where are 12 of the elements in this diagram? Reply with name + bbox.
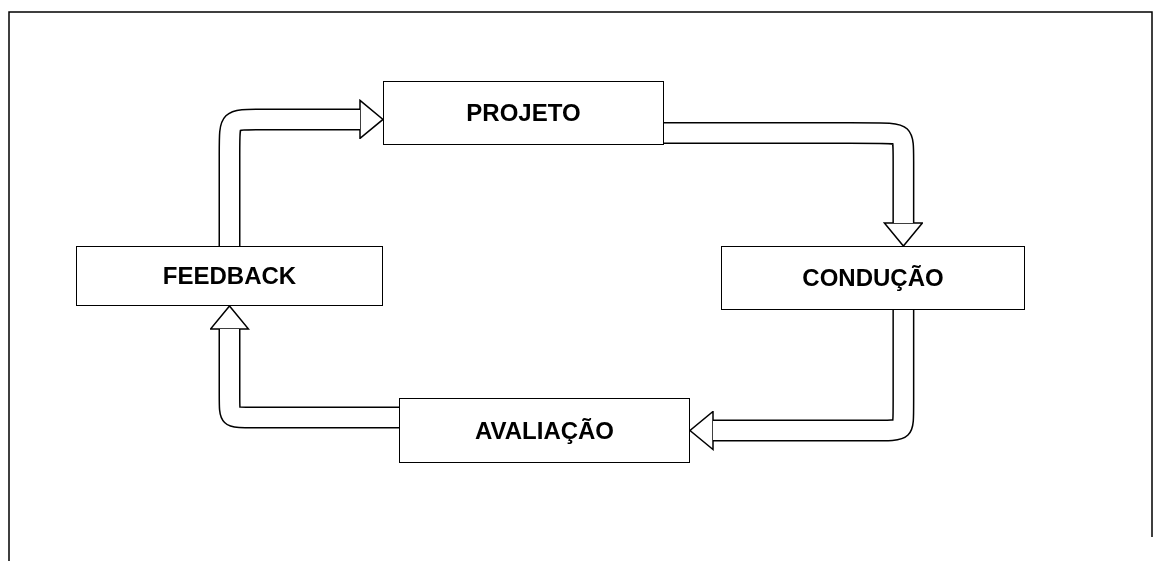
block-arrow <box>218 99 384 246</box>
process-box <box>383 81 664 145</box>
block-arrow <box>689 310 915 451</box>
box-label: PROJETO <box>466 99 581 127</box>
process-box <box>721 246 1025 310</box>
process-box <box>76 246 383 306</box>
process-box <box>399 398 690 463</box>
box-label: AVALIAÇÃO <box>474 416 615 445</box>
block-arrow <box>209 305 399 429</box>
box-label: FEEDBACK <box>162 262 297 290</box>
box-label: CONDUÇÃO <box>802 264 944 292</box>
block-arrow <box>664 122 924 247</box>
